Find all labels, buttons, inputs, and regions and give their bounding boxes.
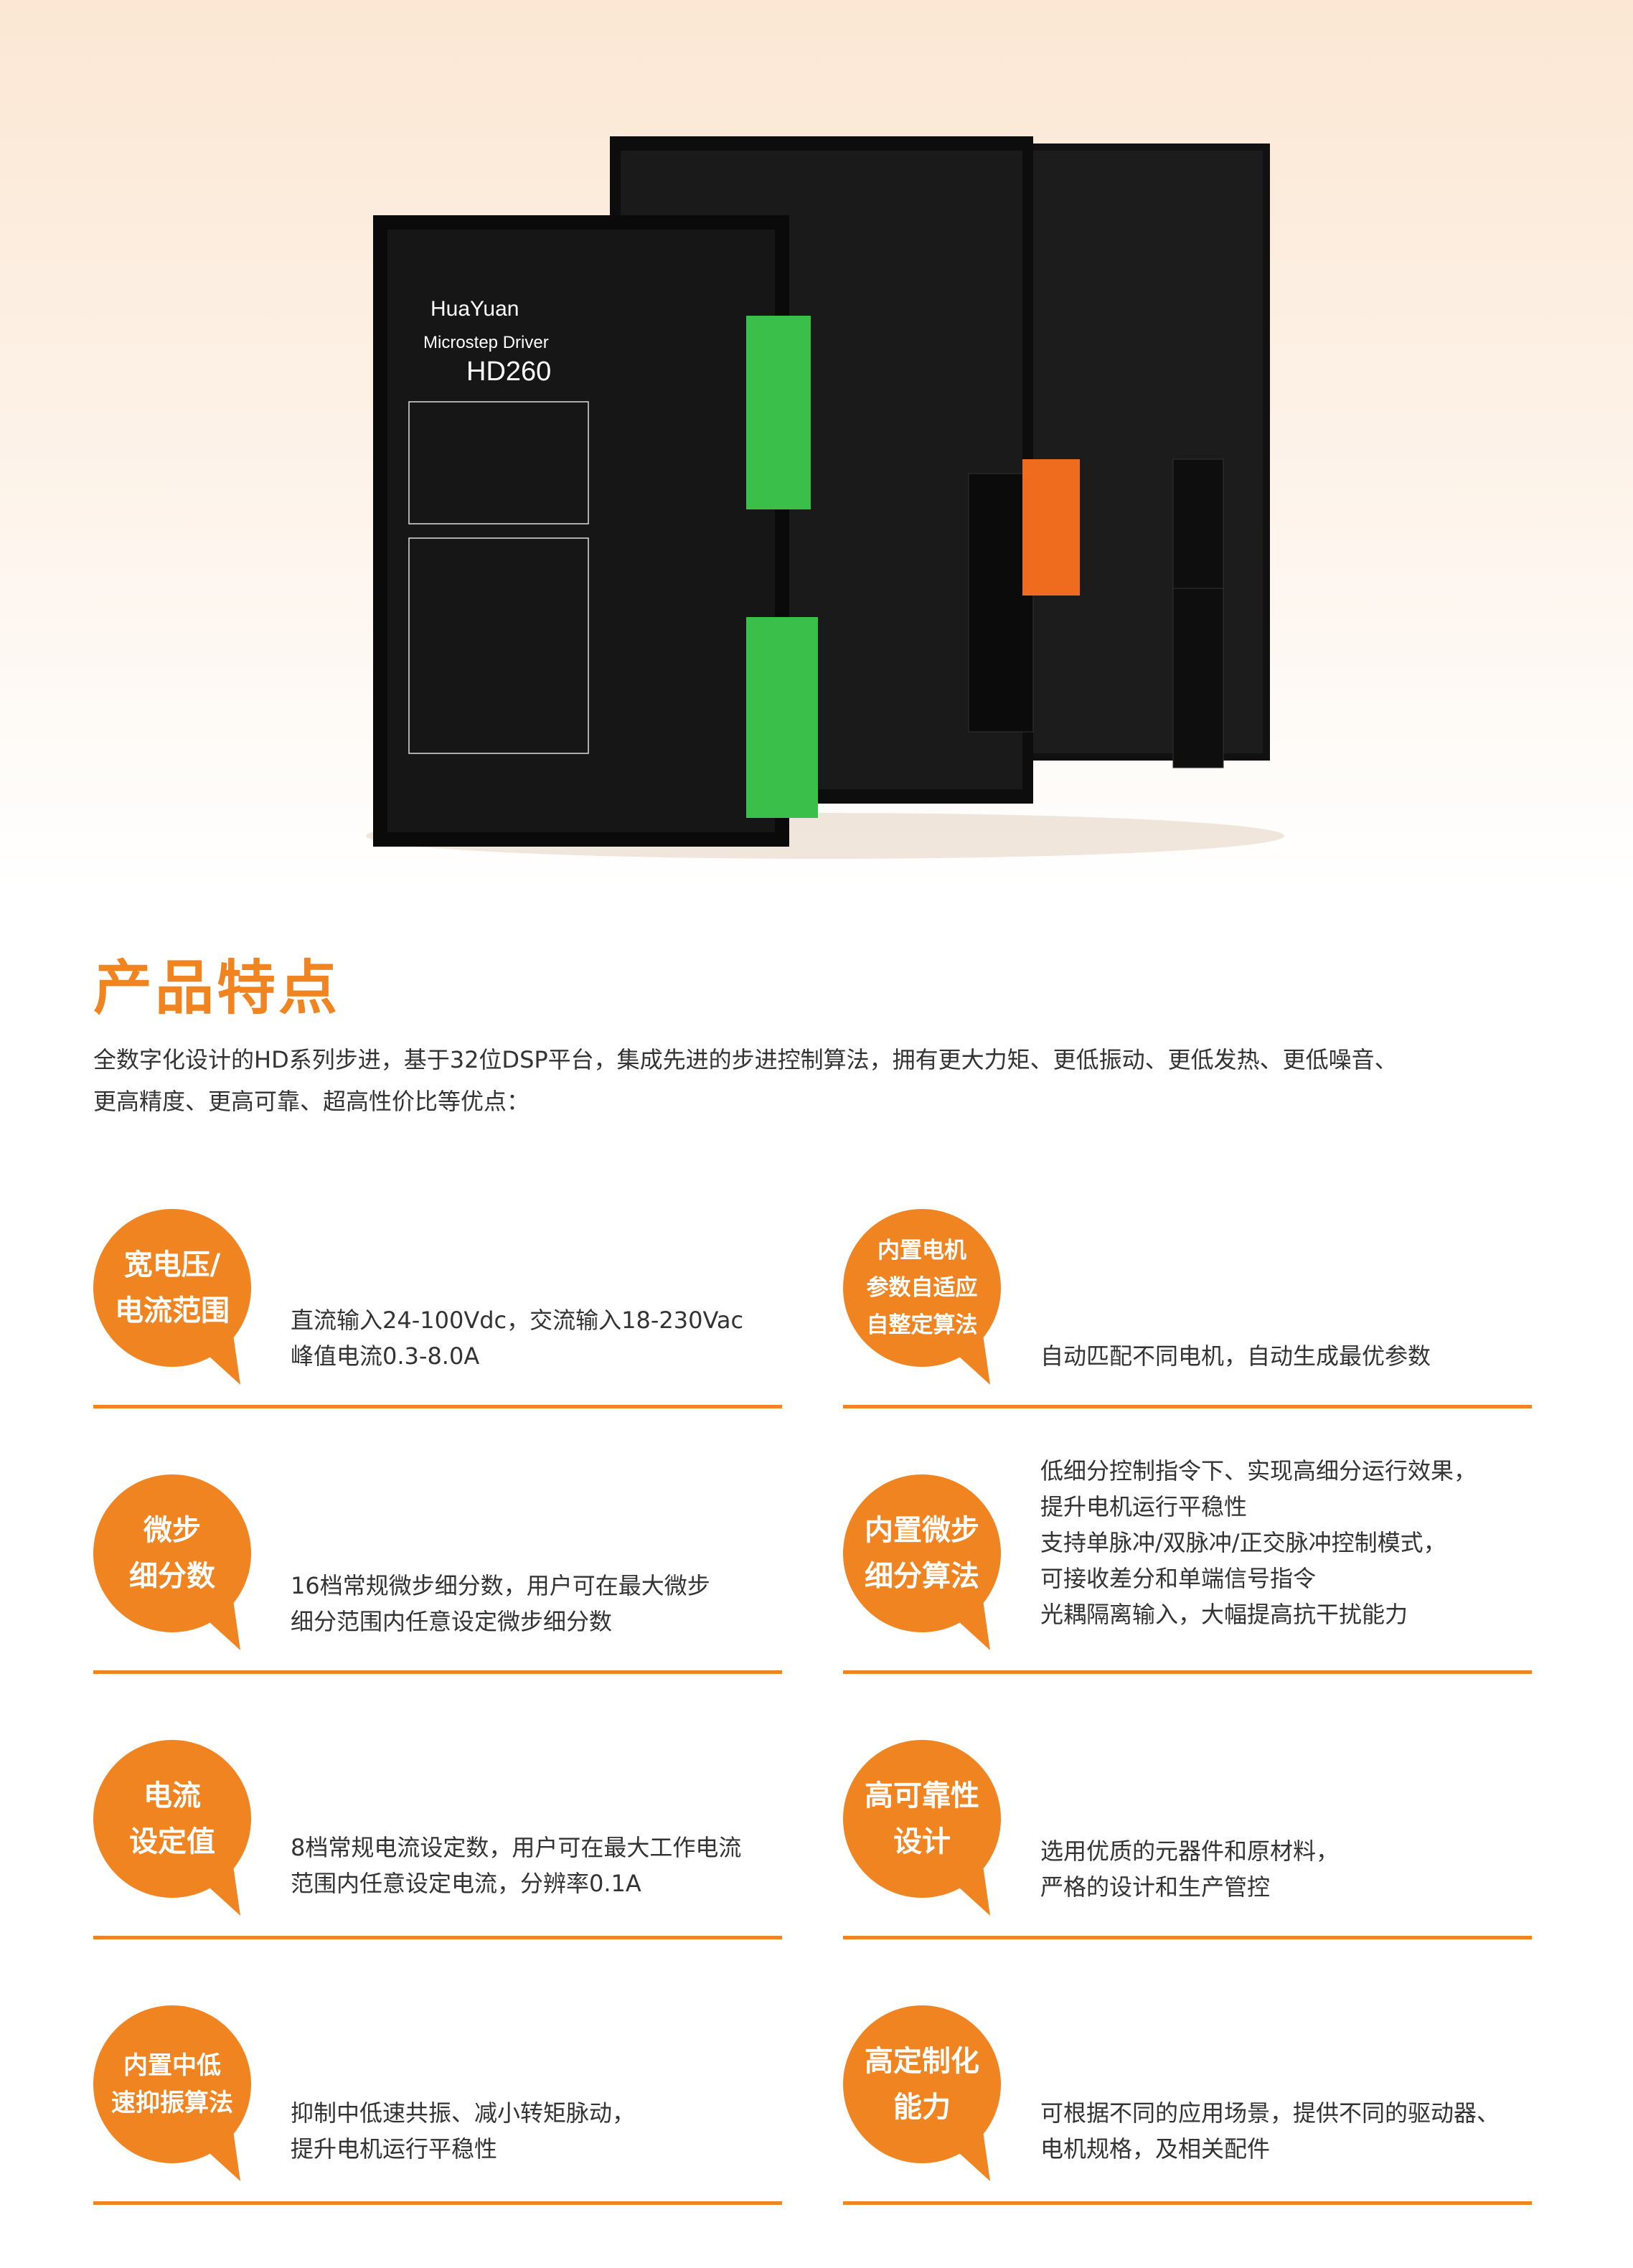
model-subtitle: Microstep Driver [423,333,549,352]
badge-label: 内置中低 速抑振算法 [93,2005,251,2163]
stepper-driver-product-photo: HuaYuan Microstep Driver HD260 [366,136,1284,859]
feature-description: 自动匹配不同电机，自动生成最优参数 [1040,1338,1431,1374]
intro-line: 更高精度、更高可靠、超高性价比等优点： [93,1088,530,1115]
badge-line: 高定制化 [865,2045,979,2078]
feature-badge: 高定制化 能力 [843,2005,1001,2181]
desc-line: 可接收差分和单端信号指令 [1040,1565,1317,1592]
desc-line: 提升电机运行平稳性 [1040,1493,1248,1520]
divider [843,1405,1532,1408]
badge-line: 内置中低 [123,2051,221,2080]
divider [843,1936,1532,1939]
desc-line: 光耦隔离输入，大幅提高抗干扰能力 [1040,1601,1408,1628]
desc-line: 自动匹配不同电机，自动生成最优参数 [1040,1342,1431,1370]
divider [843,2201,1532,2205]
feature-description: 选用优质的元器件和原材料， 严格的设计和生产管控 [1040,1833,1339,1905]
badge-label: 内置电机 参数自适应 自整定算法 [843,1209,1001,1367]
feature-current-setting: 电流 设定值 8档常规电流设定数，用户可在最大工作电流 范围内任意设定电流，分辨… [93,1740,782,1955]
divider [93,2201,782,2205]
badge-line: 能力 [893,2091,951,2124]
desc-line: 可根据不同的应用场景，提供不同的驱动器、 [1040,2099,1500,2127]
badge-label: 电流 设定值 [93,1740,251,1898]
feature-badge: 宽电压/ 电流范围 [93,1209,251,1385]
brand-label: HuaYuan [430,297,519,321]
desc-line: 提升电机运行平稳性 [291,2135,498,2163]
divider [93,1936,782,1939]
badge-label: 高可靠性 设计 [843,1740,1001,1898]
feature-description: 抑制中低速共振、减小转矩脉动， 提升电机运行平稳性 [291,2095,635,2167]
divider [93,1405,782,1408]
desc-line: 峰值电流0.3-8.0A [291,1342,480,1370]
badge-label: 宽电压/ 电流范围 [93,1209,251,1367]
badge-line: 微步 [143,1514,201,1547]
desc-line: 8档常规电流设定数，用户可在最大工作电流 [291,1834,742,1861]
feature-microstep-algorithm: 内置微步 细分算法 低细分控制指令下、实现高细分运行效果， 提升电机运行平稳性 … [843,1457,1532,1690]
badge-line: 电流 [143,1779,201,1812]
section-title: 产品特点 [93,954,341,1022]
speech-bubble-icon [93,2005,251,2181]
speech-bubble-icon [93,1474,251,1650]
feature-high-reliability: 高可靠性 设计 选用优质的元器件和原材料， 严格的设计和生产管控 [843,1740,1532,1955]
desc-line: 细分范围内任意设定微步细分数 [291,1608,613,1635]
divider [843,1670,1532,1674]
badge-line: 细分数 [129,1560,215,1593]
feature-badge: 内置电机 参数自适应 自整定算法 [843,1209,1001,1385]
badge-line: 设计 [893,1825,951,1858]
hero-banner: HuaYuan Microstep Driver HD260 [0,0,1633,890]
badge-line: 内置微步 [865,1514,979,1547]
feature-vibration-suppression: 内置中低 速抑振算法 抑制中低速共振、减小转矩脉动， 提升电机运行平稳性 [93,2005,782,2221]
badge-line: 速抑振算法 [111,2089,233,2117]
feature-badge: 内置微步 细分算法 [843,1474,1001,1650]
feature-badge: 电流 设定值 [93,1740,251,1916]
divider [93,1670,782,1674]
intro-line: 全数字化设计的HD系列步进，基于32位DSP平台，集成先进的步进控制算法，拥有更… [93,1046,1398,1073]
desc-line: 电机规格，及相关配件 [1040,2135,1271,2163]
feature-motor-self-tuning: 内置电机 参数自适应 自整定算法 自动匹配不同电机，自动生成最优参数 [843,1209,1532,1424]
model-label: HD260 [466,357,551,387]
feature-description: 低细分控制指令下、实现高细分运行效果， 提升电机运行平稳性 支持单脉冲/双脉冲/… [1040,1453,1477,1632]
desc-line: 选用优质的元器件和原材料， [1040,1838,1340,1865]
speech-bubble-icon [843,1740,1001,1916]
desc-line: 抑制中低速共振、减小转矩脉动， [291,2099,636,2127]
feature-description: 可根据不同的应用场景，提供不同的驱动器、 电机规格，及相关配件 [1040,2095,1500,2167]
badge-line: 设定值 [129,1825,215,1858]
desc-line: 直流输入24-100Vdc，交流输入18-230Vac [291,1307,744,1334]
desc-line: 低细分控制指令下、实现高细分运行效果， [1040,1457,1477,1484]
feature-customization: 高定制化 能力 可根据不同的应用场景，提供不同的驱动器、 电机规格，及相关配件 [843,2005,1532,2221]
feature-badge: 内置中低 速抑振算法 [93,2005,251,2181]
desc-line: 16档常规微步细分数，用户可在最大微步 [291,1572,710,1599]
badge-line: 参数自适应 [866,1275,978,1301]
badge-label: 内置微步 细分算法 [843,1474,1001,1632]
badge-label: 微步 细分数 [93,1474,251,1632]
badge-line: 电流范围 [115,1294,230,1327]
intro-paragraph: 全数字化设计的HD系列步进，基于32位DSP平台，集成先进的步进控制算法，拥有更… [93,1039,1557,1122]
speech-bubble-icon [843,1474,1001,1650]
speech-bubble-icon [843,1209,1001,1385]
badge-line: 细分算法 [865,1560,979,1593]
feature-microstep: 微步 细分数 16档常规微步细分数，用户可在最大微步 细分范围内任意设定微步细分… [93,1474,782,1690]
feature-description: 16档常规微步细分数，用户可在最大微步 细分范围内任意设定微步细分数 [291,1568,710,1639]
feature-description: 8档常规电流设定数，用户可在最大工作电流 范围内任意设定电流，分辨率0.1A [291,1830,741,1901]
feature-description: 直流输入24-100Vdc，交流输入18-230Vac 峰值电流0.3-8.0A [291,1302,743,1374]
badge-line: 自整定算法 [866,1312,978,1338]
badge-line: 高可靠性 [865,1779,979,1812]
speech-bubble-icon [93,1209,251,1385]
speech-bubble-icon [93,1740,251,1916]
feature-badge: 微步 细分数 [93,1474,251,1650]
feature-wide-voltage: 宽电压/ 电流范围 直流输入24-100Vdc，交流输入18-230Vac 峰值… [93,1209,782,1424]
badge-line: 内置电机 [877,1238,966,1264]
badge-line: 宽电压/ [123,1248,221,1281]
badge-label: 高定制化 能力 [843,2005,1001,2163]
desc-line: 支持单脉冲/双脉冲/正交脉冲控制模式， [1040,1529,1446,1556]
speech-bubble-icon [843,2005,1001,2181]
feature-badge: 高可靠性 设计 [843,1740,1001,1916]
desc-line: 严格的设计和生产管控 [1040,1873,1271,1901]
desc-line: 范围内任意设定电流，分辨率0.1A [291,1870,641,1897]
